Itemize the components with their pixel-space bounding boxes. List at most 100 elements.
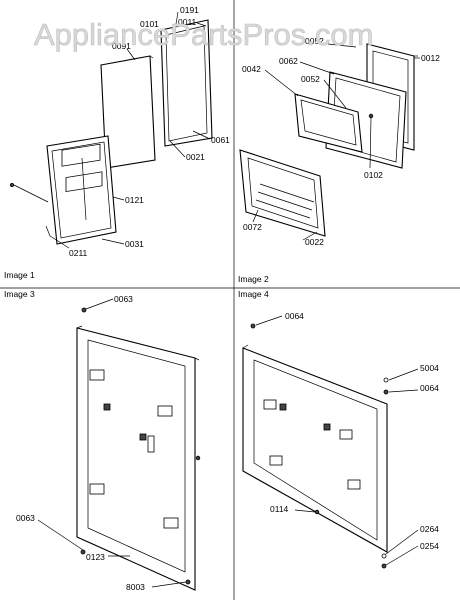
door-frame-4-depth — [242, 344, 249, 349]
label-0072: 0072 — [243, 222, 262, 232]
screw-right-3 — [195, 455, 201, 461]
screw-0064-top — [250, 323, 256, 329]
watermark: AppliancePartsPros.com — [34, 17, 373, 52]
bracket-4-b — [339, 429, 353, 440]
label-8003: 8003 — [126, 582, 145, 592]
bracket-4-d — [347, 479, 361, 490]
label-5004: 5004 — [420, 363, 439, 373]
cap-0264 — [381, 553, 387, 559]
door-gasket-frame — [160, 19, 213, 147]
leader-bolt — [13, 184, 49, 203]
door-frame-3-depth-right — [194, 357, 200, 361]
screw-8003 — [185, 579, 191, 585]
label-0264: 0264 — [420, 524, 439, 534]
door-panel — [100, 55, 156, 169]
leader-0064-right — [388, 389, 419, 393]
tab-3-a — [103, 403, 111, 411]
leader-8003 — [151, 581, 187, 588]
label-0062: 0062 — [279, 56, 298, 66]
door-frame-3-outer — [76, 327, 196, 591]
caption-image-1: Image 1 — [4, 270, 35, 280]
leader-0021 — [169, 140, 186, 158]
label-0121: 0121 — [125, 195, 144, 205]
label-0091: 0091 — [112, 41, 131, 51]
image-1-group: 0191 0101 0011 0091 0061 0021 0121 0031 … — [4, 5, 230, 280]
bracket-3-d — [163, 517, 179, 529]
bin-0072 — [239, 149, 326, 237]
leader-0031 — [101, 238, 125, 245]
screw-0114 — [314, 509, 320, 515]
leader-0264 — [385, 529, 419, 555]
label-0063-top: 0063 — [114, 294, 133, 304]
label-0064-right: 0064 — [420, 383, 439, 393]
screw-0254 — [381, 563, 387, 569]
leader-0091 — [126, 48, 136, 61]
leader-0121 — [112, 196, 125, 201]
label-0052: 0052 — [301, 74, 320, 84]
bracket-4-a — [263, 399, 277, 410]
leader-0114 — [294, 509, 316, 513]
image-3-group: 0063 0063 0123 8003 Image 3 — [4, 289, 201, 592]
label-0031: 0031 — [125, 239, 144, 249]
door-frame-3-depth-top — [76, 325, 83, 329]
tab-3-b — [139, 433, 147, 441]
door-gasket-inner — [165, 25, 208, 142]
bracket-3-a — [89, 369, 105, 381]
bin-rib-2 — [257, 191, 313, 211]
tab-4-b — [323, 423, 331, 431]
leader-0072 — [252, 209, 259, 223]
door-liner-divider — [81, 157, 87, 221]
leader-0063-bot — [37, 519, 84, 551]
caption-image-4: Image 4 — [238, 289, 269, 299]
image-2-group: 0052 0012 0042 0062 0052 0102 0072 0022 … — [238, 36, 440, 284]
screw-0063-top — [81, 307, 87, 313]
label-0123: 0123 — [86, 552, 105, 562]
door-liner-shelf-1 — [61, 143, 101, 167]
clip-0102 — [368, 113, 374, 119]
leader-0061 — [192, 130, 211, 140]
bin-rib-1 — [255, 199, 311, 219]
frame-0052-inner — [300, 99, 357, 146]
frame-0052 — [294, 93, 363, 153]
label-0012: 0012 — [421, 53, 440, 63]
leader-0022 — [302, 231, 318, 241]
label-0052-top: 0052 — [305, 36, 324, 46]
leader-0102 — [369, 117, 372, 169]
leader-5004 — [388, 368, 419, 381]
door-liner-rim — [51, 141, 112, 239]
screw-0063-bot — [80, 549, 86, 555]
leader-0211 — [49, 235, 70, 249]
label-0021: 0021 — [186, 152, 205, 162]
door-panel-edge — [149, 55, 154, 59]
label-0191: 0191 — [180, 5, 199, 15]
leader-0011 — [196, 22, 207, 27]
label-0064-top: 0064 — [285, 311, 304, 321]
leader-0052top — [327, 43, 357, 48]
caption-image-3: Image 3 — [4, 289, 35, 299]
bin-rib-3 — [259, 183, 315, 203]
leader-0064-top — [255, 315, 283, 326]
label-0211: 0211 — [69, 248, 88, 258]
leader-0052 — [323, 79, 347, 109]
label-0254: 0254 — [420, 541, 439, 551]
bracket-3-c — [89, 483, 105, 495]
tab-4-a — [279, 403, 287, 411]
label-0063-bot: 0063 — [16, 513, 35, 523]
leader-0042 — [264, 69, 299, 97]
door-frame-4-inner — [253, 359, 378, 541]
bolt-left — [9, 182, 14, 187]
bin-0072-inner — [247, 157, 319, 229]
label-0061: 0061 — [211, 135, 230, 145]
leader-0062 — [299, 61, 335, 75]
label-0102: 0102 — [364, 170, 383, 180]
cap-5004 — [383, 377, 389, 383]
label-0042: 0042 — [242, 64, 261, 74]
label-0022: 0022 — [305, 237, 324, 247]
leader-0063-top — [85, 298, 114, 310]
door-frame-3-inner — [87, 339, 186, 573]
label-0114: 0114 — [270, 504, 289, 514]
label-0011: 0011 — [178, 17, 197, 27]
label-0101: 0101 — [140, 19, 159, 29]
image-4-group: 0064 5004 0064 0114 0264 0254 Image 4 — [238, 289, 439, 569]
